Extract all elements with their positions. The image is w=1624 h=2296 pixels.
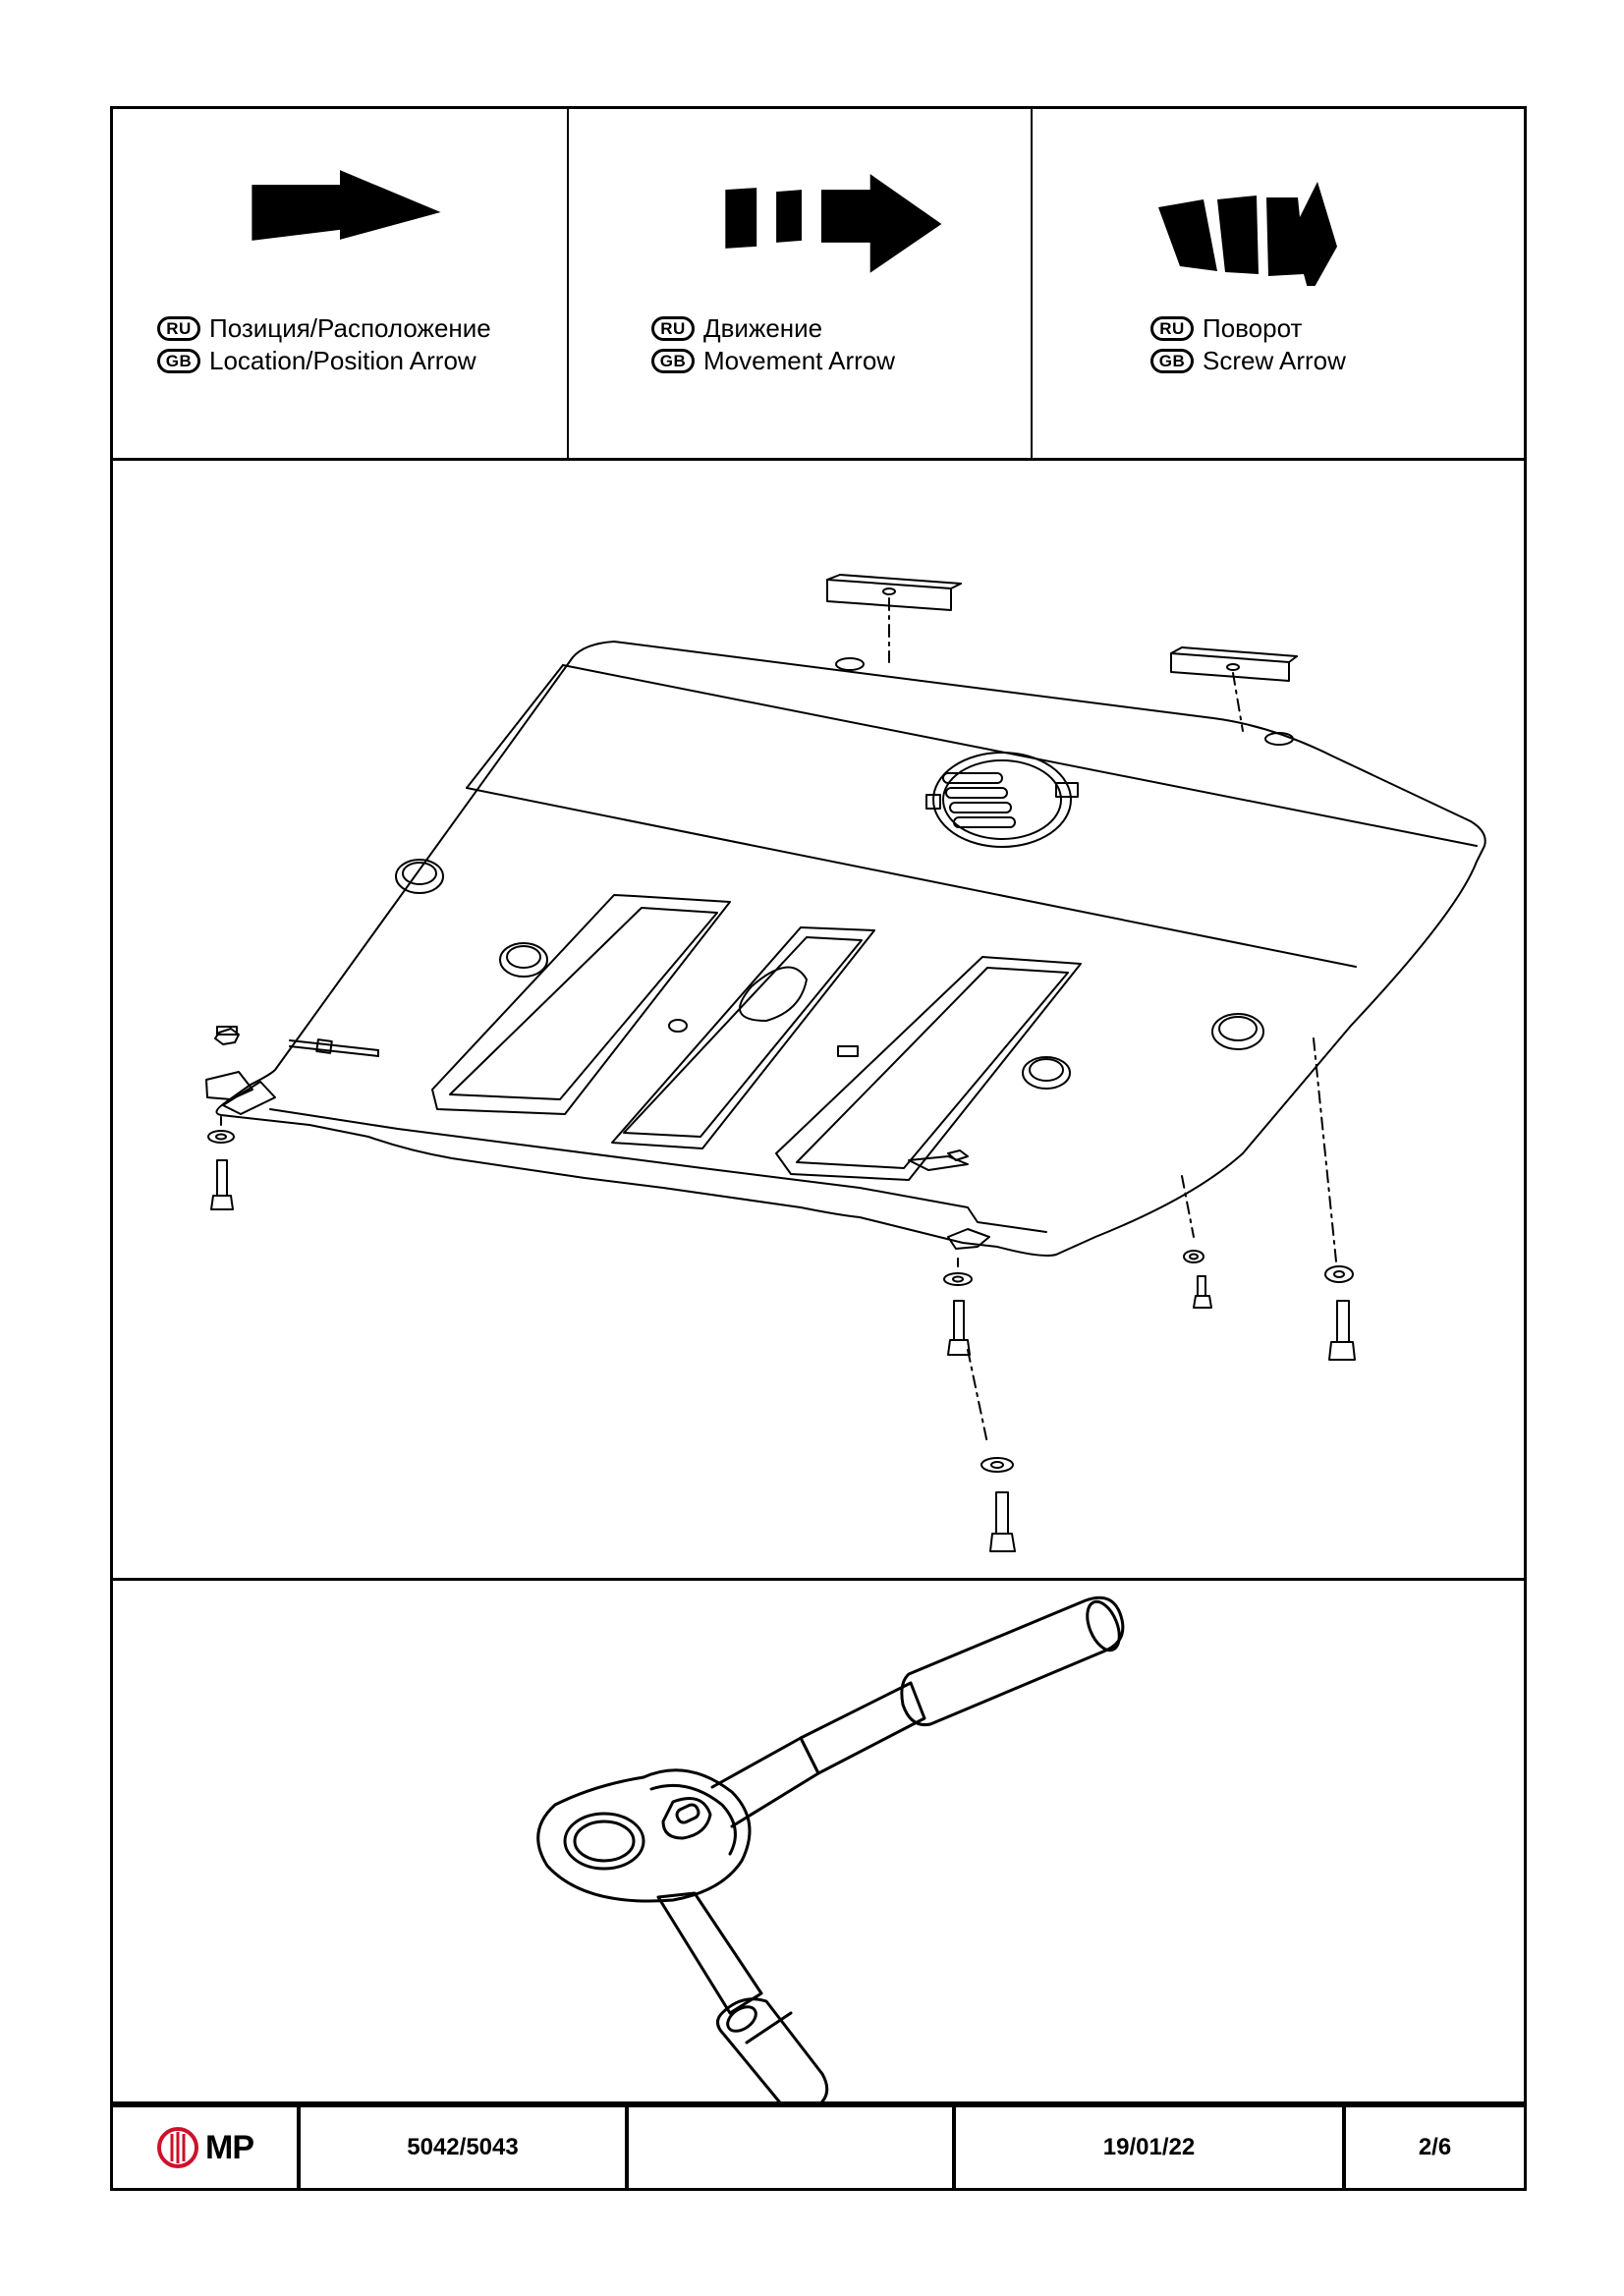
bolt-icon [214,1026,240,1045]
skid-plate-icon [205,574,1486,1552]
bolt-icon [1328,1300,1356,1361]
ratchet-wrench-icon [536,1596,1125,2115]
gb-label: Location/Position Arrow [209,346,476,375]
ru-label: Поворот [1203,313,1303,343]
mp-logo-icon [157,2127,198,2168]
part-number: 5042/5043 [301,2107,629,2188]
ru-badge: RU [1150,316,1194,341]
bolt-icon [210,1159,234,1210]
access-hatch [925,752,1079,848]
logo-text: MP [205,2128,254,2166]
washer-icon [943,1272,973,1286]
bolt-icon [989,1491,1016,1552]
assembly-diagram [113,461,1524,1581]
ru-label: Позиция/Расположение [209,313,491,343]
washer-icon [207,1130,235,1144]
location-arrow-icon [252,170,441,241]
legend-text-location: RU Позиция/Расположение GB Location/Positi… [157,312,491,377]
legend-row: RU Позиция/Расположение GB Location/Positi… [113,109,1524,461]
page-number: 2/6 [1418,2134,1452,2160]
legend-cell-movement: RU Движение GB Movement Arrow [569,109,1033,458]
title-block: MP 5042/5043 19/01/22 2/6 [113,2101,1524,2188]
legend-cell-screw: RU Поворот GB Screw Arrow [1033,109,1524,458]
logo-cell: MP [113,2107,301,2188]
gb-badge: GB [651,349,695,373]
gb-label: Screw Arrow [1203,346,1346,375]
brand-logo: MP [156,2126,254,2169]
document-frame: RU Позиция/Расположение GB Location/Positi… [110,106,1527,2191]
blank-cell [629,2107,956,2188]
tool-illustration [113,1581,1524,2115]
gb-badge: GB [157,349,200,373]
legend-text-screw: RU Поворот GB Screw Arrow [1150,312,1346,377]
gb-label: Movement Arrow [703,346,896,375]
ru-badge: RU [651,316,695,341]
washer-icon [1183,1250,1204,1263]
bolt-icon [947,1300,971,1356]
washer-icon [980,1457,1014,1473]
washer-icon [1324,1265,1354,1283]
revision-date: 19/01/22 [956,2107,1346,2188]
legend-text-movement: RU Движение GB Movement Arrow [651,312,895,377]
ru-badge: RU [157,316,200,341]
spacer-plate-icon [826,574,1298,682]
legend-cell-location: RU Позиция/Расположение GB Location/Positi… [113,109,569,458]
ru-label: Движение [703,313,823,343]
movement-arrow-icon [725,174,942,273]
gb-badge: GB [1150,349,1194,373]
bolt-icon [1193,1275,1212,1309]
screw-arrow-icon [1158,182,1337,286]
